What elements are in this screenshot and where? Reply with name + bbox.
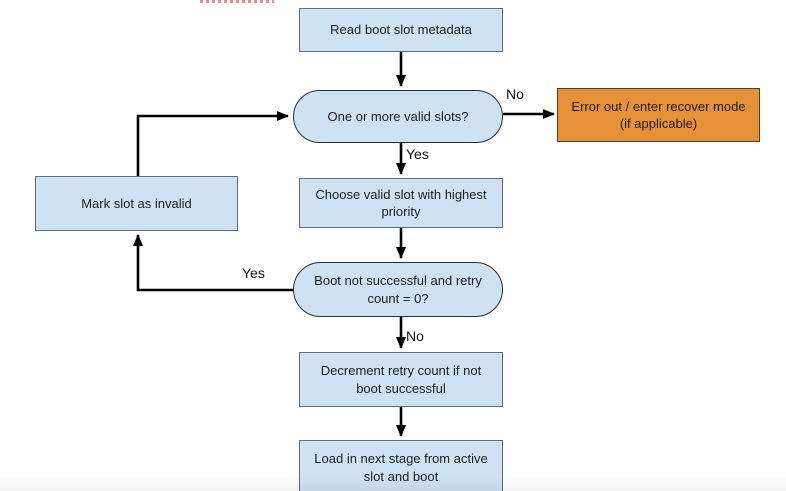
- node-decrement-retry-count: Decrement retry count if not boot succes…: [299, 352, 503, 407]
- edge-label-no-valid-to-error: No: [506, 86, 524, 102]
- node-choose-valid-slot: Choose valid slot with highest priority: [299, 178, 503, 228]
- edge-label-no-boot-to-decrement: No: [406, 328, 424, 344]
- node-error-out-recover-mode: Error out / enter recover mode (if appli…: [557, 88, 760, 142]
- arrow-boot-to-mark: [133, 234, 294, 292]
- node-read-boot-slot-metadata: Read boot slot metadata: [299, 8, 503, 52]
- node-load-next-stage-boot: Load in next stage from active slot and …: [299, 440, 503, 491]
- node-mark-slot-invalid: Mark slot as invalid: [35, 176, 238, 231]
- edge-label-yes-valid-to-choose: Yes: [406, 146, 429, 162]
- clipped-red-text-artifact: [200, 0, 274, 3]
- node-boot-not-successful-check: Boot not successful and retry count = 0?: [293, 262, 503, 317]
- edge-label-yes-boot-to-mark: Yes: [242, 265, 265, 281]
- node-one-or-more-valid-slots: One or more valid slots?: [293, 90, 503, 143]
- arrow-mark-to-valid: [136, 111, 289, 176]
